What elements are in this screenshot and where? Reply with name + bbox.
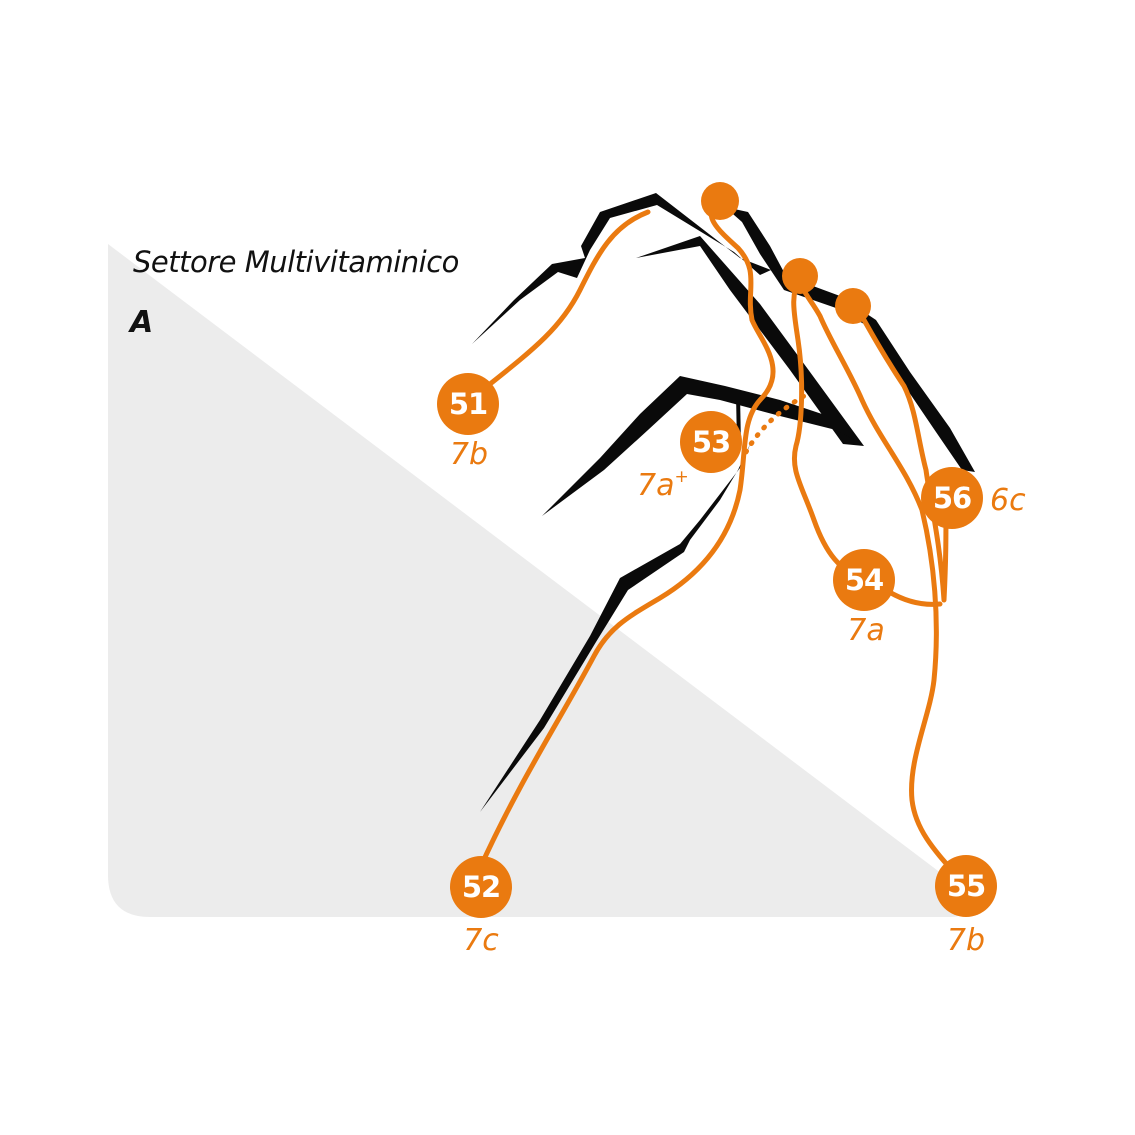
route-lines [477, 199, 969, 889]
route-number: 54 [845, 563, 883, 597]
anchor-mid [782, 258, 818, 294]
rock-stroke-lower-left [480, 440, 752, 812]
rock-stroke-right-ridge [725, 207, 975, 472]
sector-letter: A [128, 305, 153, 340]
route-badge-51[interactable]: 51 7b [437, 373, 499, 472]
route-number: 51 [449, 387, 487, 421]
route-number: 53 [692, 425, 730, 459]
rock-stroke-mid-shelf [542, 376, 862, 516]
route-badge-54[interactable]: 54 7a [833, 549, 895, 648]
route-badge-53[interactable]: 53 7a+ [637, 411, 742, 503]
anchor-top-left [701, 182, 739, 220]
route-line-55 [797, 273, 969, 889]
route-badge-circle [450, 856, 512, 918]
route-grade: 7b [947, 923, 985, 958]
route-badge-circle [680, 411, 742, 473]
route-line-51 [477, 209, 651, 395]
route-badge-52[interactable]: 52 7c [450, 856, 512, 958]
sector-title: Settore Multivitaminico [133, 245, 459, 279]
route-badge-56[interactable]: 56 6c [921, 467, 1026, 529]
route-line-52 [477, 199, 776, 871]
route-number: 52 [462, 870, 500, 904]
route-grade-base: 7a [637, 468, 674, 503]
route-line-56 [853, 303, 949, 603]
ground-triangle [108, 244, 971, 917]
route-grade: 6c [990, 483, 1026, 518]
route-line-53 [743, 393, 807, 455]
route-badge-circle [833, 549, 895, 611]
route-number: 56 [933, 481, 971, 515]
route-line-54 [791, 273, 867, 583]
route-grade: 7a+ [637, 467, 689, 503]
rock-stroke-inner-ridge [636, 236, 864, 446]
anchor-right [835, 288, 871, 324]
route-badge-55[interactable]: 55 7b [935, 855, 997, 958]
route-grade: 7b [450, 437, 488, 472]
route-badge-circle [935, 855, 997, 917]
route-grade: 7c [463, 923, 499, 958]
route-grade: 7a [847, 613, 884, 648]
route-number: 55 [947, 869, 985, 903]
route-badge-circle [921, 467, 983, 529]
route-line-54-link [883, 587, 943, 607]
route-badge-circle [437, 373, 499, 435]
route-grade-sup: + [674, 467, 688, 487]
